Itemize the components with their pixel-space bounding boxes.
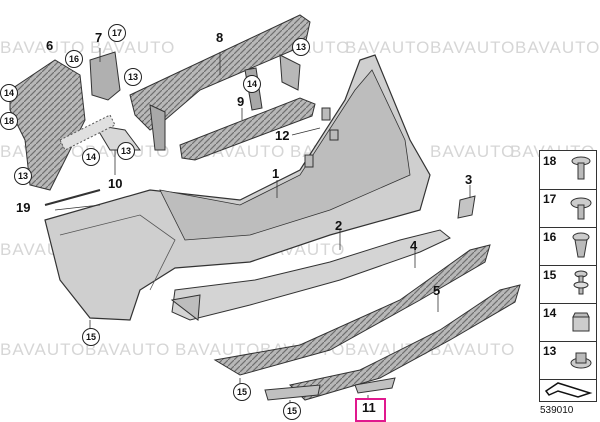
legend-row: 18 [540, 151, 596, 190]
circled-callout-14: 14 [0, 84, 18, 102]
legend-number: 13 [543, 344, 557, 358]
strip-part [44, 189, 101, 206]
small-bracket-part [457, 195, 476, 219]
highlight-box [355, 398, 386, 422]
watermark: BAVAUTO [0, 38, 86, 57]
circled-callout-13: 13 [14, 167, 32, 185]
watermark: BAVAUTO [175, 340, 261, 359]
legend-number: 18 [543, 154, 557, 168]
circled-callout-15: 15 [233, 383, 251, 401]
callout-6: 6 [46, 38, 54, 53]
legend-row [540, 379, 596, 401]
legend-number: 15 [543, 268, 557, 282]
expanding-rivet-icon [570, 197, 592, 220]
callout-1: 1 [272, 166, 280, 181]
impact-bar-part [179, 97, 316, 161]
diagram-number: 539010 [540, 405, 574, 416]
legend-number: 16 [543, 230, 557, 244]
rivet-clip-icon [571, 156, 591, 180]
callout-10: 10 [108, 176, 123, 191]
callout-4: 4 [410, 238, 418, 253]
callout-12: 12 [275, 128, 290, 143]
legend-row: 16 [540, 227, 596, 266]
callout-11: 11 [362, 400, 376, 415]
legend-number: 17 [543, 192, 557, 206]
fastener-legend: 18 17 16 15 [539, 150, 597, 402]
watermark: BAVAUTO [0, 340, 86, 359]
bumper-cover-part [44, 54, 431, 321]
circled-callout-13: 13 [292, 38, 310, 56]
callout-9: 9 [237, 94, 245, 109]
watermark: BAVAUTO [345, 38, 431, 57]
legend-number: 14 [543, 306, 557, 320]
callout-7: 7 [95, 30, 103, 45]
diffuser-part [213, 244, 491, 376]
circled-callout-15: 15 [82, 328, 100, 346]
watermark: BAVAUTO [430, 38, 516, 57]
spring-nut-icon [572, 312, 590, 332]
circled-callout-15: 15 [283, 402, 301, 420]
watermark: BAVAUTO [430, 142, 516, 161]
collar-nut-icon [570, 352, 592, 369]
circled-callout-18: 18 [0, 112, 18, 130]
screw-clip-icon [573, 270, 589, 295]
circled-callout-14: 14 [243, 75, 261, 93]
legend-row: 17 [540, 189, 596, 228]
legend-row: 14 [540, 303, 596, 342]
circled-callout-13: 13 [124, 68, 142, 86]
watermark: BAVAUTO [430, 340, 516, 359]
legend-row: 15 [540, 265, 596, 304]
clip-part [304, 107, 339, 168]
callout-19: 19 [16, 200, 31, 215]
watermark: BAVAUTO [515, 38, 600, 57]
gasket-icon [544, 382, 593, 398]
circled-callout-14: 14 [82, 148, 100, 166]
side-bracket-part [9, 51, 141, 191]
watermark: BAVAUTO [85, 340, 171, 359]
push-clip-icon [572, 232, 590, 258]
circled-callout-17: 17 [108, 24, 126, 42]
legend-row: 13 [540, 341, 596, 380]
exploded-view [9, 14, 521, 405]
callout-8: 8 [216, 30, 224, 45]
lower-cover-part [170, 229, 451, 321]
circled-callout-13: 13 [117, 142, 135, 160]
lower-trim-part [264, 284, 521, 401]
circled-callout-16: 16 [65, 50, 83, 68]
callout-2: 2 [335, 218, 343, 233]
callout-5: 5 [433, 283, 441, 298]
callout-3: 3 [465, 172, 473, 187]
watermark: BAVAUTO [90, 38, 176, 57]
